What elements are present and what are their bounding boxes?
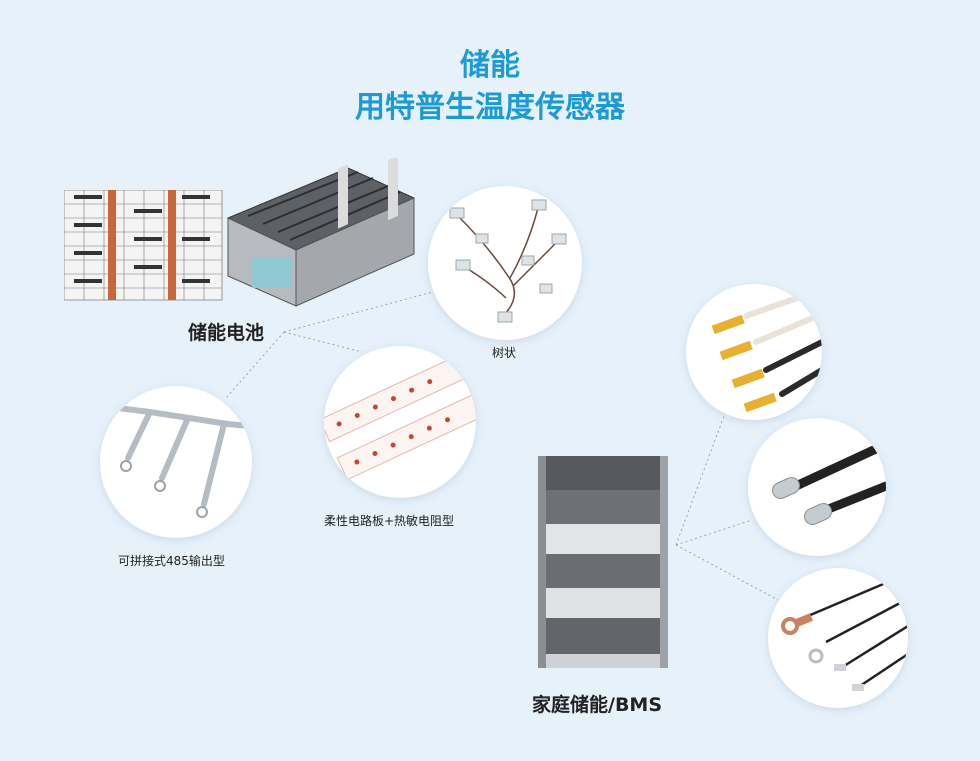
home-storage-cabinet-image (538, 456, 668, 668)
battery-pack-image (226, 158, 416, 307)
caption-tree: 树状 (492, 346, 517, 360)
page-title-line2: 用特普生温度传感器 (355, 90, 625, 125)
caption-splice: 可拼接式485输出型 (118, 554, 225, 568)
ring-terminal-sensor-image (768, 568, 908, 708)
splice-sensor-image (100, 386, 252, 538)
battery-module-image (64, 190, 223, 301)
caption-battery: 储能电池 (188, 322, 265, 344)
caption-home: 家庭储能/BMS (532, 694, 663, 716)
gold-probe-sensor-image (686, 284, 822, 420)
tree-sensor-image (428, 186, 582, 340)
fpc-sensor-image (324, 346, 476, 498)
caption-fpc: 柔性电路板+热敏电阻型 (324, 514, 455, 528)
page-title-line1: 储能 (460, 48, 520, 83)
metal-probe-sensor-image (748, 418, 886, 556)
